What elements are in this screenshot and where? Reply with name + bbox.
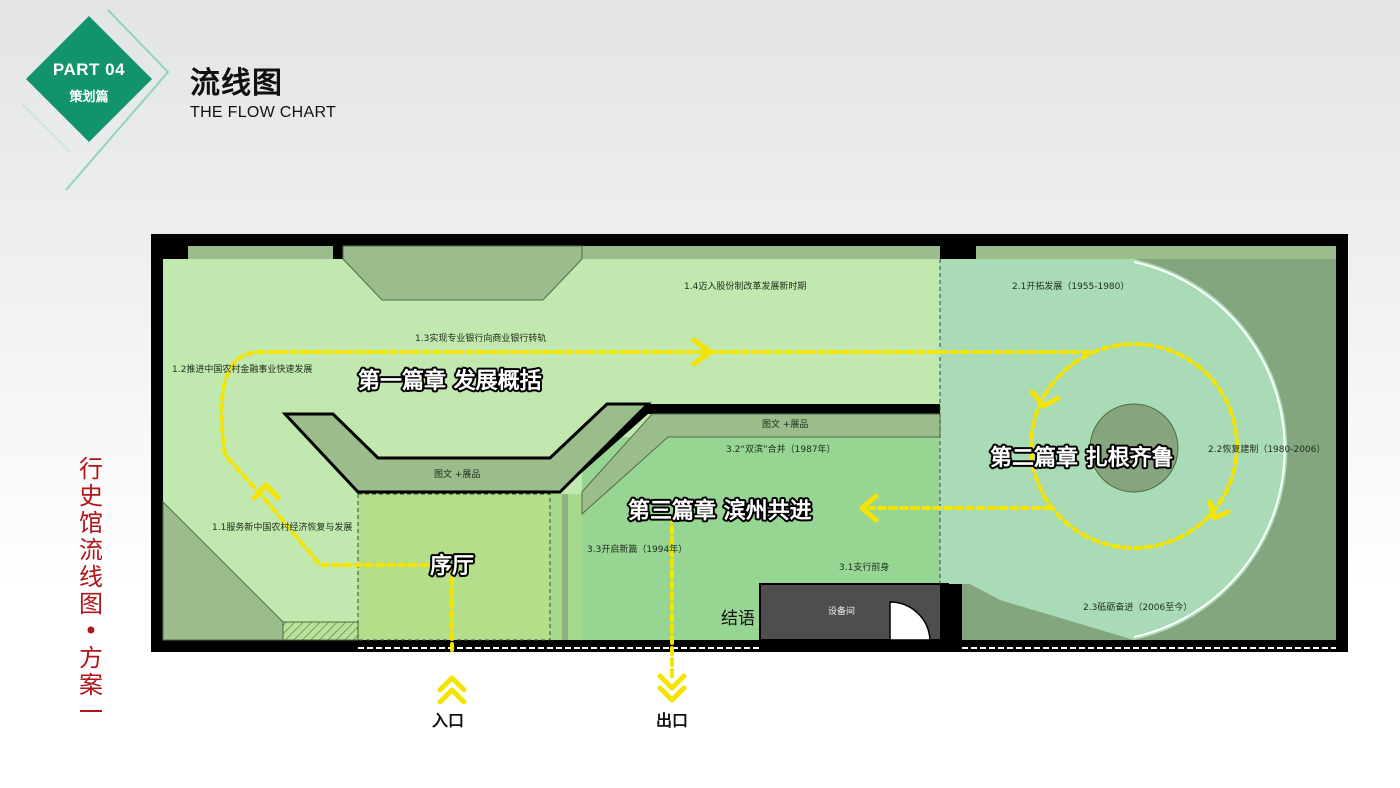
ending-label: 结语 (721, 609, 755, 629)
chevron-down-icon (1029, 389, 1061, 409)
section-2-2-label: 2.2恢复建制（1980-2006） (1208, 443, 1325, 455)
side-title-char: 案 (79, 671, 103, 699)
section-1-4-label: 1.4迈入股份制改革发展新时期 (684, 280, 806, 292)
chevron-down-icon (657, 673, 687, 691)
entrance-label: 入口 (432, 711, 464, 730)
graphics-label: 图文 +展品 (434, 468, 480, 480)
graphics-label: 图文 +展品 (762, 418, 808, 430)
lobby-label: 序厅 (430, 553, 474, 579)
lower-right-display (962, 584, 1134, 640)
badge-deco-line-2 (21, 103, 71, 153)
chapter-three-label: 第三篇章 滨州共进 (628, 498, 812, 524)
side-title-char: • (83, 617, 99, 645)
chevron-down-icon (657, 685, 687, 703)
flow-path-segment-one (219, 350, 1092, 652)
section-1-1-label: 1.1服务新中国农村经济恢复与发展 (212, 521, 352, 533)
wall-panel (976, 246, 1336, 259)
chapter-one-label: 第一篇章 发展概括 (358, 368, 542, 394)
side-title: 行 史 馆 流 线 图 • 方 案 一 (76, 456, 106, 726)
page-subtitle: THE FLOW CHART (190, 104, 337, 121)
wall-panel (582, 246, 940, 259)
side-title-char: 行 (79, 455, 103, 483)
section-2-3-label: 2.3砥砺奋进（2006至今） (1083, 601, 1192, 613)
chevron-up-icon (437, 687, 467, 705)
section-3-3-label: 3.3开启新篇（1994年） (587, 543, 687, 555)
page-title: 流线图 (190, 66, 283, 101)
side-title-char: 方 (79, 644, 103, 672)
chevron-left-icon (859, 493, 879, 523)
center-pillar (1089, 403, 1179, 493)
wall-panel (188, 246, 333, 259)
side-title-char: 一 (79, 698, 103, 726)
badge-part: PART 04 (52, 60, 126, 79)
section-3-2-label: 3.2“双滨”合并（1987年） (726, 443, 836, 455)
central-partition (281, 402, 652, 494)
flow-path-loop (1029, 342, 1239, 550)
side-title-char: 馆 (79, 509, 103, 537)
badge-diamond (26, 16, 152, 142)
wall-column (940, 584, 962, 640)
exit-label: 出口 (656, 711, 688, 730)
part-badge: PART 04 策划篇 (0, 0, 180, 200)
chevron-right-icon (691, 337, 713, 367)
flow-path (219, 342, 1239, 682)
badge-deco-line (65, 9, 170, 191)
hatched-area (282, 621, 359, 641)
chevron-down-icon (1207, 499, 1231, 521)
door-icon (889, 601, 931, 641)
side-title-char: 流 (79, 536, 103, 564)
partition-wall (560, 404, 940, 492)
side-title-char: 图 (79, 590, 103, 618)
curved-display-backdrop (1134, 259, 1336, 640)
badge-diamond-icon (21, 9, 170, 191)
section-2-1-label: 2.1开拓发展（1955-1980） (1012, 280, 1129, 292)
equipment-room-label: 设备间 (828, 605, 855, 617)
chapter-two-label: 第二篇章 扎根齐鲁 (990, 445, 1174, 471)
side-title-char: 史 (79, 482, 103, 510)
curved-wall-edge (1133, 261, 1286, 638)
side-title-char: 线 (79, 563, 103, 591)
section-1-2-label: 1.2推进中国农村金融事业快速发展 (172, 363, 312, 375)
chevron-up-icon (437, 675, 467, 693)
lobby-side-wall (562, 494, 568, 640)
badge-subtitle: 策划篇 (69, 90, 109, 105)
chevron-up-icon (251, 482, 281, 501)
section-3-1-label: 3.1支行前身 (839, 561, 889, 573)
top-display-wall (342, 245, 583, 301)
section-1-3-label: 1.3实现专业银行向商业银行转轨 (415, 332, 546, 344)
